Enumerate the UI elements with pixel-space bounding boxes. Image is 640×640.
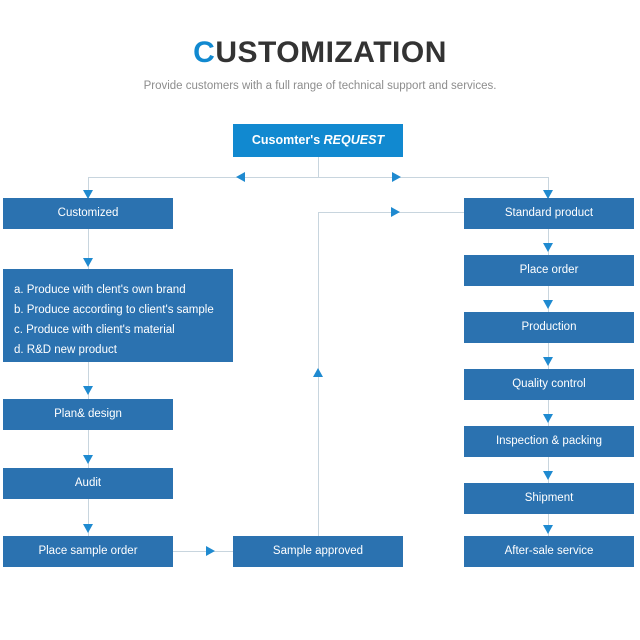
arrowhead-to-production bbox=[543, 300, 553, 309]
arrowhead-to-shipment bbox=[543, 471, 553, 480]
connector-bus-to-customized bbox=[88, 177, 89, 199]
connector-place-order-to-production bbox=[548, 286, 549, 312]
arrowhead-to-inspection bbox=[543, 414, 553, 423]
arrowhead-to-sample-order bbox=[83, 524, 93, 533]
arrowhead-approved-up bbox=[313, 368, 323, 377]
option-item-d: d. R&D new product bbox=[14, 344, 117, 356]
option-item-c: c. Produce with client's material bbox=[14, 324, 175, 336]
arrowhead-to-standard bbox=[543, 190, 553, 199]
node-place-order[interactable]: Place order bbox=[464, 255, 634, 286]
node-customer-request[interactable]: Cusomter's REQUEST bbox=[233, 124, 403, 157]
node-customized[interactable]: Customized bbox=[3, 198, 173, 229]
arrowhead-to-quality-control bbox=[543, 357, 553, 366]
connector-standard-to-place-order bbox=[548, 229, 549, 255]
arrowhead-to-plan bbox=[83, 386, 93, 395]
arrowhead-to-options bbox=[83, 258, 93, 267]
connector-production-to-quality bbox=[548, 343, 549, 369]
connector-customized-to-options bbox=[88, 229, 89, 271]
page-title-lead-letter: C bbox=[193, 36, 216, 69]
connector-request-stem bbox=[318, 157, 319, 177]
connector-bus-to-standard bbox=[548, 177, 549, 199]
arrowhead-bus-right bbox=[392, 172, 401, 182]
arrowhead-bus-left bbox=[236, 172, 245, 182]
page-title: CUSTOMIZATION bbox=[0, 36, 640, 70]
connector-sample-order-to-approved bbox=[173, 551, 233, 552]
node-customer-request-bold: Cusomter's bbox=[251, 133, 321, 147]
node-production[interactable]: Production bbox=[464, 312, 634, 343]
connector-quality-to-inspection bbox=[548, 400, 549, 426]
node-quality-control[interactable]: Quality control bbox=[464, 369, 634, 400]
arrowhead-loop-to-standard bbox=[391, 207, 400, 217]
arrowhead-to-customized bbox=[83, 190, 93, 199]
page-subtitle: Provide customers with a full range of t… bbox=[143, 80, 497, 92]
arrowhead-to-audit bbox=[83, 455, 93, 464]
page-title-rest: USTOMIZATION bbox=[215, 36, 447, 69]
node-plan-design[interactable]: Plan& design bbox=[3, 399, 173, 430]
node-customer-request-italic: REQUEST bbox=[323, 133, 385, 147]
connector-inspection-to-shipment bbox=[548, 457, 549, 483]
arrowhead-to-place-order bbox=[543, 243, 553, 252]
node-sample-approved[interactable]: Sample approved bbox=[233, 536, 403, 567]
node-standard-product[interactable]: Standard product bbox=[464, 198, 634, 229]
arrowhead-to-sample-approved bbox=[206, 546, 215, 556]
node-after-sale-service[interactable]: After-sale service bbox=[464, 536, 634, 567]
node-audit[interactable]: Audit bbox=[3, 468, 173, 499]
node-customization-options[interactable]: a. Produce with clent's own brand b. Pro… bbox=[3, 269, 233, 362]
option-item-a: a. Produce with clent's own brand bbox=[14, 284, 186, 296]
node-place-sample-order[interactable]: Place sample order bbox=[3, 536, 173, 567]
arrowhead-to-after-sale bbox=[543, 525, 553, 534]
node-shipment[interactable]: Shipment bbox=[464, 483, 634, 514]
connector-top-bus bbox=[88, 177, 549, 178]
customization-options-list: a. Produce with clent's own brand b. Pro… bbox=[14, 280, 214, 360]
node-inspection-packing[interactable]: Inspection & packing bbox=[464, 426, 634, 457]
option-item-b: b. Produce according to client's sample bbox=[14, 304, 214, 316]
connector-options-to-plan bbox=[88, 362, 89, 399]
connector-audit-to-sample-order bbox=[88, 499, 89, 537]
connector-plan-to-audit bbox=[88, 430, 89, 468]
